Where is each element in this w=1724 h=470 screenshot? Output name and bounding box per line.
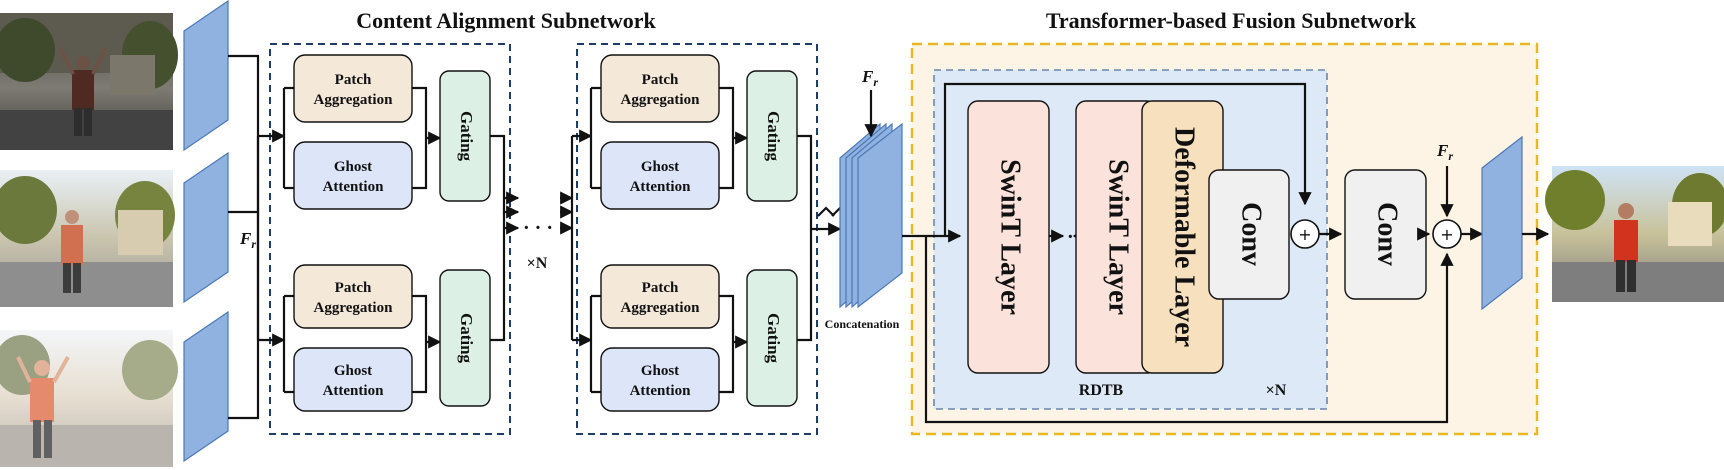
conv-layer-rdtb: Conv bbox=[1208, 169, 1290, 300]
svg-text:Conv: Conv bbox=[1372, 202, 1403, 266]
svg-text:Patch: Patch bbox=[642, 72, 679, 88]
svg-text:+: + bbox=[1440, 225, 1453, 244]
alignment-block-2-border bbox=[576, 43, 818, 435]
alignment-block-2-inputs bbox=[560, 136, 574, 340]
ref-feature-label-concat: Fr bbox=[861, 67, 878, 89]
svg-text:+: + bbox=[1298, 225, 1311, 244]
input-feature-map-1 bbox=[183, 0, 229, 152]
concatenation-label: Concatenation bbox=[825, 317, 900, 331]
output-feature-map bbox=[1481, 135, 1523, 311]
alignment-block-2-bottom: Patch Aggregation Ghost Attention Gating bbox=[572, 264, 798, 412]
svg-text:Conv: Conv bbox=[1236, 202, 1267, 266]
alignment-repeat-label: ×N bbox=[527, 255, 548, 272]
rdtb-skip-connection bbox=[943, 82, 1312, 236]
input-feature-map-3 bbox=[183, 310, 229, 463]
concatenated-feature-stack bbox=[839, 122, 903, 309]
alignment-block-1-bottom: Patch Aggregation Ghost Attention Gating bbox=[258, 264, 491, 412]
input-feature-map-2 bbox=[183, 151, 229, 304]
ref-feature-label-left: Fr bbox=[239, 229, 256, 251]
svg-text:Gating: Gating bbox=[457, 111, 476, 162]
svg-text:Attention: Attention bbox=[630, 179, 691, 195]
svg-text:Attention: Attention bbox=[630, 383, 691, 399]
svg-text:Ghost: Ghost bbox=[334, 159, 372, 175]
residual-add-1: + bbox=[1290, 219, 1320, 249]
svg-text:Gating: Gating bbox=[764, 111, 783, 162]
alignment-block-1-border bbox=[269, 43, 511, 435]
svg-text:Ghost: Ghost bbox=[641, 363, 679, 379]
svg-text:Ghost: Ghost bbox=[334, 363, 372, 379]
rdtb-label: RDTB bbox=[1079, 382, 1124, 399]
svg-text:Aggregation: Aggregation bbox=[314, 92, 394, 108]
svg-text:Gating: Gating bbox=[764, 313, 783, 364]
svg-text:Aggregation: Aggregation bbox=[621, 300, 701, 316]
output-hdr-image bbox=[1545, 166, 1724, 302]
input-image-3 bbox=[0, 330, 178, 467]
alignment-block-2-top: Patch Aggregation Ghost Attention Gating bbox=[572, 54, 798, 210]
svg-text:Deformable Layer: Deformable Layer bbox=[1169, 127, 1200, 347]
conv-layer-fusion: Conv bbox=[1344, 169, 1427, 300]
svg-text:SwinT Layer: SwinT Layer bbox=[995, 159, 1026, 315]
alignment-block-1-outputs bbox=[490, 134, 520, 342]
connector-feature1 bbox=[228, 54, 260, 212]
svg-text:Patch: Patch bbox=[642, 280, 679, 296]
alignment-ellipsis: · · · bbox=[523, 217, 553, 239]
input-image-2 bbox=[0, 170, 175, 307]
deformable-layer: Deformable Layer bbox=[1141, 100, 1224, 374]
rdtb-repeat-label: ×N bbox=[1266, 382, 1287, 399]
svg-text:Aggregation: Aggregation bbox=[314, 300, 394, 316]
residual-add-2: + bbox=[1432, 219, 1462, 249]
alignment-block-1-top: Patch Aggregation Ghost Attention Gating bbox=[258, 54, 491, 210]
ref-feature-label-fusion: Fr bbox=[1436, 141, 1453, 163]
svg-text:Gating: Gating bbox=[457, 313, 476, 364]
svg-text:SwinT Layer: SwinT Layer bbox=[1103, 159, 1134, 315]
svg-text:Ghost: Ghost bbox=[641, 159, 679, 175]
content-alignment-title: Content Alignment Subnetwork bbox=[356, 8, 656, 33]
svg-text:Patch: Patch bbox=[335, 280, 372, 296]
global-skip-connection bbox=[924, 236, 1454, 424]
input-image-1 bbox=[0, 13, 178, 150]
swint-layer-1: SwinT Layer bbox=[967, 100, 1050, 374]
svg-text:Aggregation: Aggregation bbox=[621, 92, 701, 108]
svg-text:Attention: Attention bbox=[323, 383, 384, 399]
svg-text:Attention: Attention bbox=[323, 179, 384, 195]
swint-layer-2: SwinT Layer bbox=[1075, 100, 1158, 374]
svg-text:Patch: Patch bbox=[335, 72, 372, 88]
fusion-subnetwork-title: Transformer-based Fusion Subnetwork bbox=[1046, 8, 1417, 33]
